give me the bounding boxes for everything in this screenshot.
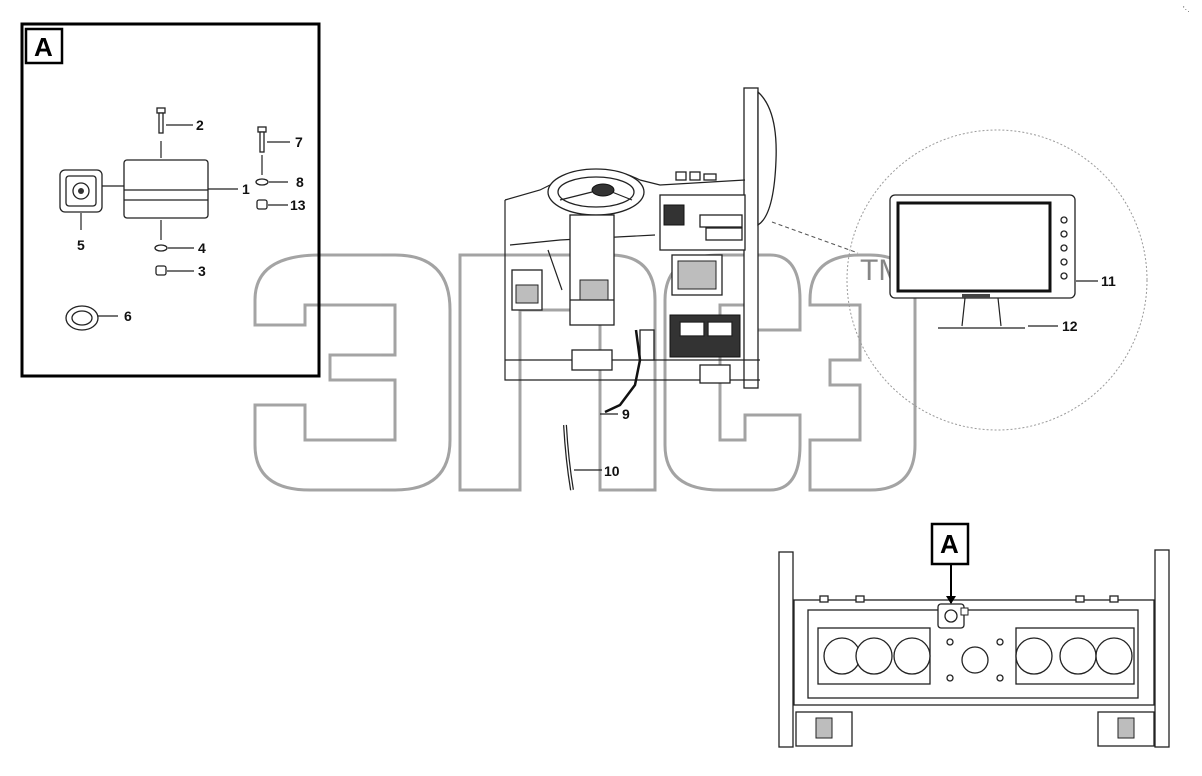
callout-1: 1 — [242, 181, 250, 197]
corner-mark: '·. — [1183, 5, 1189, 14]
callout-11: 11 — [1101, 273, 1116, 289]
cable-9: 9 — [600, 329, 642, 422]
detail-a-panel: A — [20, 22, 321, 378]
detail-marker: A — [34, 32, 53, 62]
callout-10: 10 — [604, 463, 620, 479]
detail-frame — [20, 22, 321, 378]
washer-nut-parts — [154, 220, 194, 276]
section-marker: A — [940, 529, 959, 559]
camera-body-part — [102, 159, 238, 219]
callout-12: 12 — [1062, 318, 1078, 334]
right-fastener-parts — [255, 126, 290, 210]
callout-7: 7 — [295, 134, 303, 150]
callout-6: 6 — [124, 308, 132, 324]
monitor-detail: 11 12 — [771, 129, 1148, 431]
seal-ring-part — [65, 305, 118, 331]
section-marker-box — [930, 522, 970, 566]
detail-marker-box — [24, 27, 64, 65]
callout-13: 13 — [290, 197, 306, 213]
callout-9: 9 — [622, 406, 630, 422]
callout-3: 3 — [198, 263, 206, 279]
cab-rear-view: A — [778, 522, 1170, 748]
cab-interior — [504, 87, 777, 389]
bolt-part — [156, 107, 193, 158]
callout-2: 2 — [196, 117, 204, 133]
callout-8: 8 — [296, 174, 304, 190]
camera-front-part — [59, 169, 103, 230]
callout-4: 4 — [198, 240, 206, 256]
cable-10: 10 — [563, 424, 620, 491]
callout-5: 5 — [77, 237, 85, 253]
